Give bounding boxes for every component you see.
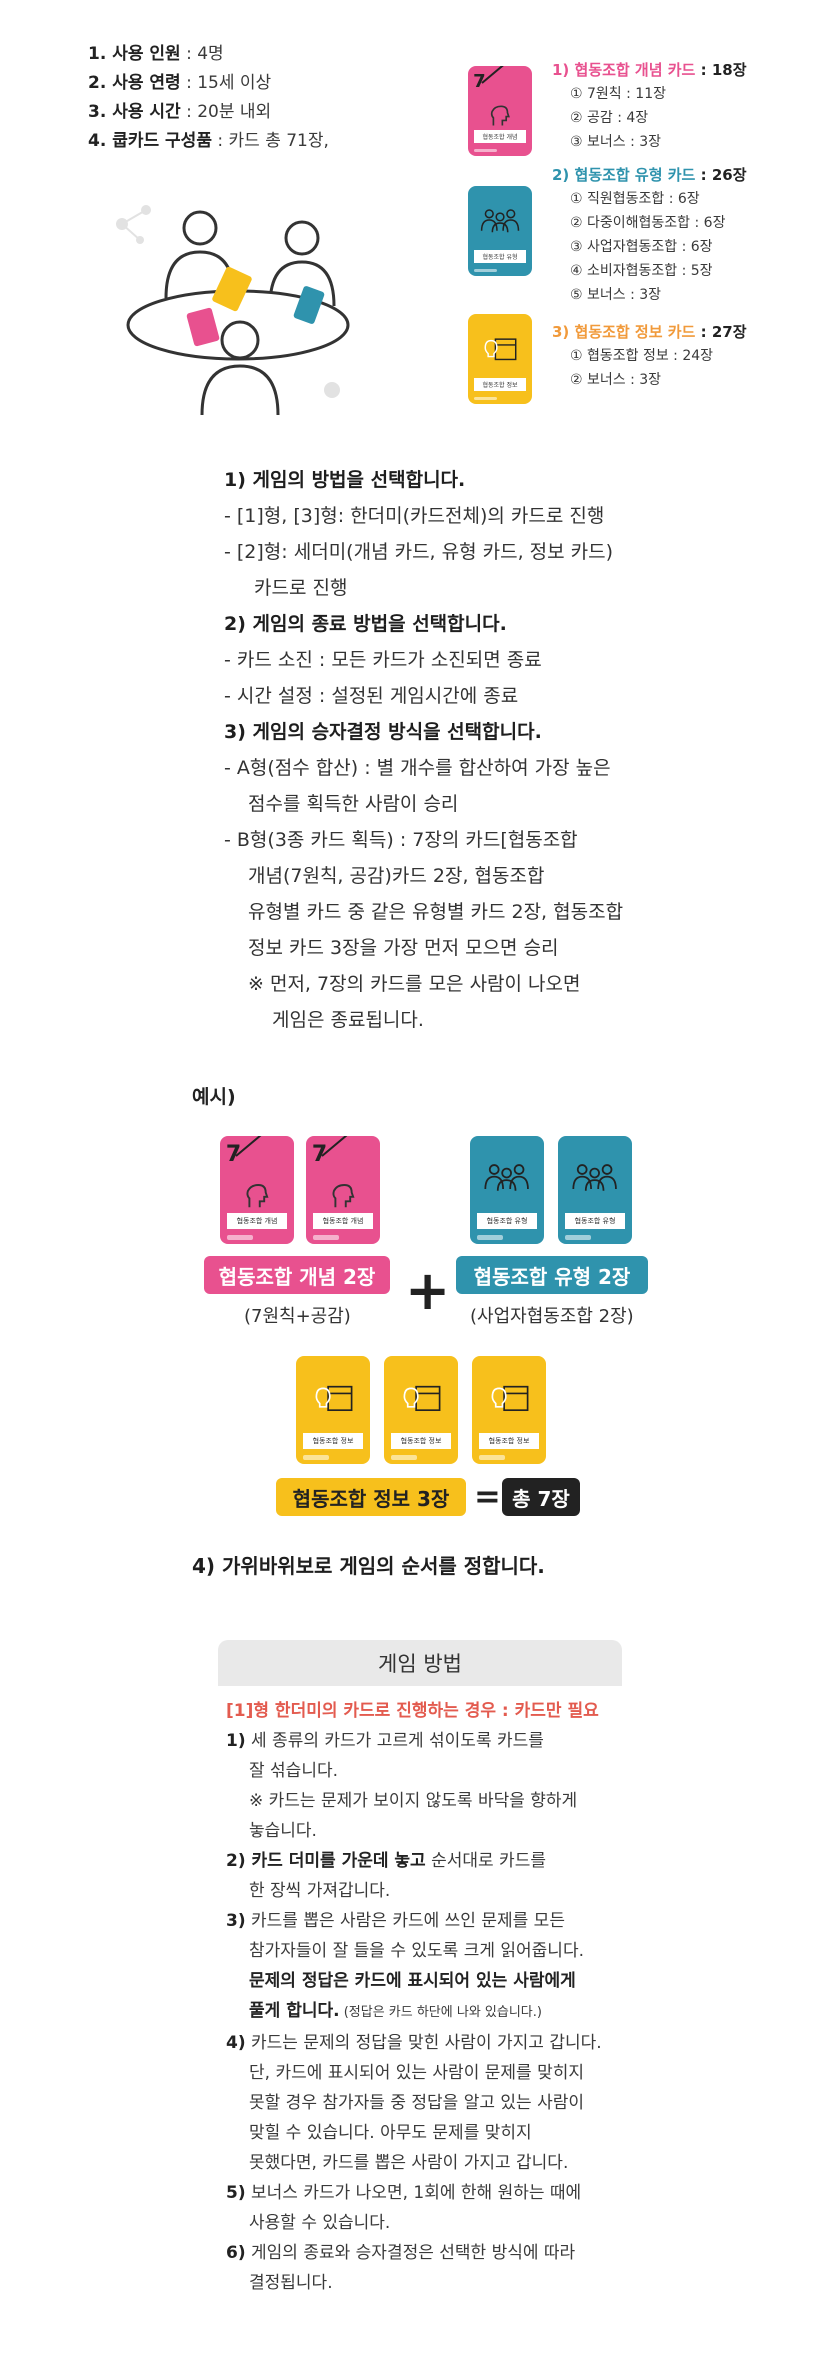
players-table-illustration	[116, 205, 350, 415]
people-group-icon	[484, 1164, 530, 1192]
people-group-icon	[480, 209, 520, 233]
example-label: 예시)	[192, 1086, 236, 1108]
box-bulb-icon	[484, 338, 517, 361]
info-line: 4. 쿱카드 구성품 : 카드 총 71장,	[88, 131, 329, 151]
game-method-body: [1]형 한더미의 카드로 진행하는 경우 : 카드만 필요 1) 세 종류의 …	[226, 1696, 602, 2298]
info-line: 1. 사용 인원 : 4명	[88, 44, 224, 64]
head-profile-icon	[491, 105, 511, 126]
info-line: 3. 사용 시간 : 20분 내외	[88, 102, 272, 122]
type-sub-label: (사업자협동조합 2장)	[470, 1306, 634, 1327]
type-count-badge: 협동조합 유형 2장	[456, 1256, 648, 1294]
info-card-image: 협동조합 정보	[384, 1356, 458, 1464]
concept-sub-label: (7원칙+공감)	[244, 1306, 351, 1327]
box-bulb-icon	[315, 1385, 353, 1411]
info-count-badge: 협동조합 정보 3장	[276, 1478, 466, 1516]
info-card-image: 협동조합 정보	[296, 1356, 370, 1464]
legend-type: 2) 협동조합 유형 카드 : 26장 ① 직원협동조합 : 6장 ② 다중이해…	[552, 166, 747, 303]
info-list: 1. 사용 인원 : 4명 2. 사용 연령 : 15세 이상 3. 사용 시간…	[88, 40, 329, 156]
concept-card-image: 7 협동조합 개념	[220, 1136, 294, 1244]
concept-card-image: 7 협동조합 개념	[306, 1136, 380, 1244]
total-count-badge: 총 7장	[502, 1478, 580, 1516]
game-method-subtitle: [1]형 한더미의 카드로 진행하는 경우 : 카드만 필요	[226, 1701, 599, 1721]
game-method-tab: 게임 방법	[218, 1640, 622, 1686]
info-line: 2. 사용 연령 : 15세 이상	[88, 73, 272, 93]
type-card-image: 협동조합 유형	[468, 186, 532, 276]
concept-count-badge: 협동조합 개념 2장	[204, 1256, 390, 1294]
concept-card-image: 7 협동조합 개념	[468, 66, 532, 156]
head-profile-icon	[332, 1184, 355, 1208]
box-bulb-icon	[491, 1385, 529, 1411]
box-bulb-icon	[403, 1385, 441, 1411]
rules-list: 1) 게임의 방법을 선택합니다. - [1]형, [3]형: 한더미(카드전체…	[224, 469, 624, 1031]
info-card-image: 협동조합 정보	[468, 314, 532, 404]
type-card-image: 협동조합 유형	[558, 1136, 632, 1244]
type-card-image: 협동조합 유형	[470, 1136, 544, 1244]
people-group-icon	[572, 1164, 618, 1192]
legend-info: 3) 협동조합 정보 카드 : 27장 ① 협동조합 정보 : 24장 ② 보너…	[552, 323, 747, 388]
step4-heading: 4) 가위바위보로 게임의 순서를 정합니다.	[192, 1554, 545, 1578]
plus-sign: +	[405, 1259, 451, 1322]
equals-sign: =	[474, 1477, 501, 1515]
info-card-image: 협동조합 정보	[472, 1356, 546, 1464]
head-profile-icon	[246, 1184, 269, 1208]
legend-concept: 1) 협동조합 개념 카드 : 18장 ① 7원칙 : 11장 ② 공감 : 4…	[552, 61, 747, 150]
